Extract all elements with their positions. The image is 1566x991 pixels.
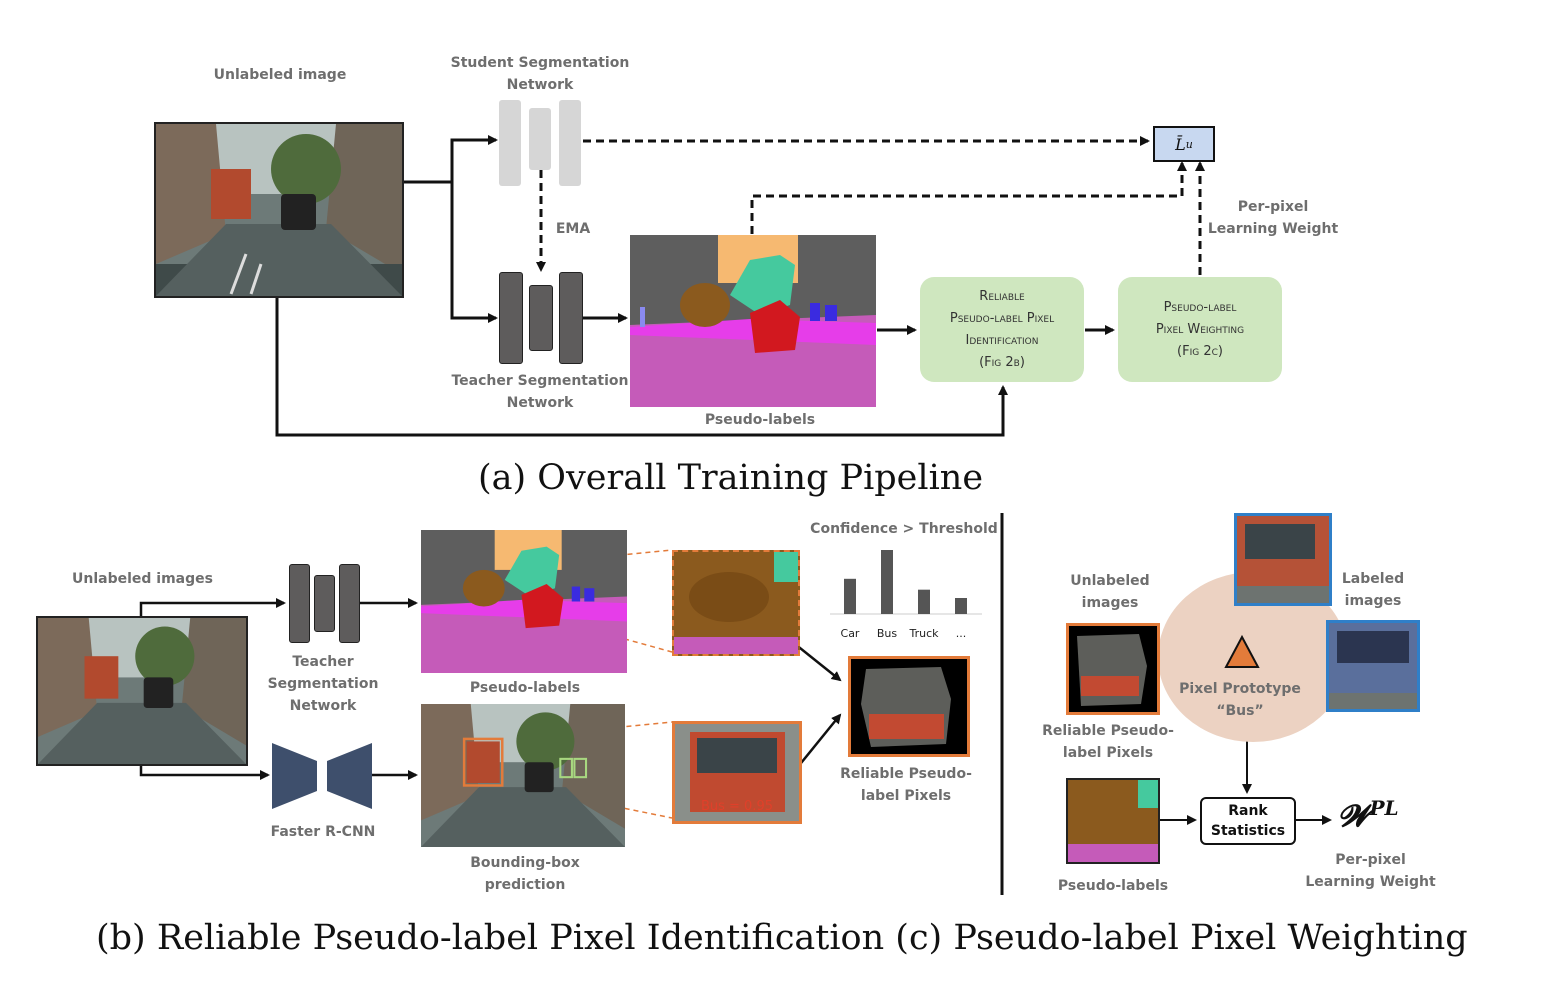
bar-label-0: Car [841,627,860,640]
arrow-pseudo-to-loss [750,161,1187,234]
student-label-line1: Student Segmentation [450,55,630,71]
caption-a: (a) Overall Training Pipeline [478,458,984,498]
arrow-bus-to-reliable [796,713,842,769]
weight-symbol: 𝓦PL [1338,796,1399,834]
bar-1 [881,550,893,614]
teacher-b-line3: Network [289,698,357,714]
labeled-bus-image-right [1326,620,1420,712]
unlabeled-images-label-b: Unlabeled images [72,571,213,587]
prototype-triangle-icon [1224,635,1260,668]
labeled-bus-image-top [1234,513,1332,606]
arrow-image-to-teacher [450,182,498,323]
prototype-line1: Pixel Prototype [1179,681,1301,697]
caption-bc: (b) Reliable Pseudo-label Pixel Identifi… [96,918,1468,958]
weighting-box-line1: Pseudo-label [1163,299,1237,315]
rank-line2: Statistics [1210,823,1286,839]
bar-0 [844,578,856,614]
cropped-bus-detection: Bus = 0.95 [672,721,802,824]
weight-symbol-superscript: PL [1369,796,1399,820]
per-pixel-c-line1: Per-pixel [1335,852,1406,868]
arrow-b-to-teacher [139,598,286,617]
weighting-box-line2: Pixel Weighting [1155,321,1245,337]
pseudo-label-map-b [421,530,627,673]
pixel-weighting-box: Pseudo-label Pixel Weighting (Fig 2c) [1118,277,1282,382]
bar-3 [955,598,967,614]
teacher-label-line1: Teacher Segmentation [451,373,629,389]
rank-line1: Rank [1228,803,1268,819]
pseudo-labels-label-c: Pseudo-labels [1057,878,1169,894]
unlabeled-bus-pixels [1066,623,1160,715]
faster-rcnn-label: Faster R-CNN [270,824,376,840]
pseudo-labels-label-a: Pseudo-labels [704,412,816,428]
ema-label: EMA [555,221,591,237]
per-pixel-line2: Learning Weight [1207,221,1339,237]
reliable-box-line3: Identification [965,332,1039,348]
street-scene-image-b [36,616,248,766]
pipeline-dashed-arrows [536,136,1205,275]
reliable-pixels-label-b: Reliable Pseudo- label Pixels [832,763,980,807]
loss-subscript: u [1185,137,1193,151]
reliable-b-line1: Reliable Pseudo- [840,766,972,782]
teacher-b-line1: Teacher [292,654,354,670]
bbox-label-line1: Bounding-box [470,855,580,871]
teacher-b-line2: Segmentation [267,676,379,692]
reliable-c-line1: Reliable Pseudo- [1042,723,1174,739]
bbox-label-line2: prediction [484,877,566,893]
arrow-image-to-reliable [275,296,1008,437]
rank-statistics-box: Rank Statistics [1200,797,1296,845]
prototype-line2: “Bus” [1216,703,1264,719]
pipeline-arrows [275,135,1115,437]
weighting-box-line3: (Fig 2c) [1177,343,1223,359]
unlabeled-image-label: Unlabeled image [213,67,347,83]
loss-symbol: L̄ [1175,134,1186,154]
bar-2 [918,589,930,614]
labeled-images-label-c: Labeled images [1318,568,1428,612]
bar-label-2: Truck [908,627,939,640]
reliable-pixels-label-c: Reliable Pseudo- label Pixels [1036,720,1180,764]
weight-symbol-main: 𝓦 [1338,799,1370,834]
cropped-pseudo-label [672,550,800,656]
pseudo-labels-image-c [1066,778,1160,864]
teacher-label-b: Teacher Segmentation Network [258,651,388,717]
confidence-threshold-label: Confidence > Threshold [810,521,998,537]
teacher-network-label: Teacher Segmentation Network [440,370,640,414]
bar-label-1: Bus [877,627,898,640]
reliable-identification-box: Reliable Pseudo-label Pixel Identificati… [920,277,1084,382]
reliable-b-line2: label Pixels [860,788,952,804]
arrow-b-to-frcnn [139,763,270,780]
unlabeled-images-label-c: Unlabeled images [1050,570,1170,614]
street-scene-image [154,122,404,298]
confidence-bar-chart: Car Bus Truck... [830,550,982,640]
unlabeled-c-line1: Unlabeled [1070,573,1150,589]
per-pixel-weight-label-a: Per-pixel Learning Weight [1200,196,1346,240]
reliable-c-line2: label Pixels [1062,745,1154,761]
faster-rcnn-icon [272,743,372,809]
reliable-box-line1: Reliable [979,288,1025,304]
pixel-prototype-label: Pixel Prototype “Bus” [1165,678,1315,722]
labeled-c-line2: images [1344,593,1402,609]
teacher-label-line2: Network [506,395,574,411]
bbox-prediction-label: Bounding-box prediction [450,852,600,896]
student-network-label: Student Segmentation Network [440,52,640,96]
reliable-box-line4: (Fig 2b) [979,354,1025,370]
bar-label-3: ... [956,627,967,640]
per-pixel-line1: Per-pixel [1237,199,1309,215]
reliable-pixels-image [848,656,970,757]
labeled-c-line1: Labeled [1341,571,1405,587]
bus-score-label: Bus = 0.95 [700,799,774,814]
unlabeled-c-line2: images [1081,595,1139,611]
bbox-prediction-image [421,704,625,847]
loss-box: L̄u [1153,126,1215,162]
pseudo-label-map [630,235,876,407]
pseudo-labels-label-b: Pseudo-labels [469,680,581,696]
per-pixel-c-line2: Learning Weight [1305,874,1436,890]
student-label-line2: Network [506,77,574,93]
reliable-box-line2: Pseudo-label Pixel [949,310,1055,326]
arrow-image-to-student [402,135,498,184]
per-pixel-weight-label-c: Per-pixel Learning Weight [1298,849,1443,893]
